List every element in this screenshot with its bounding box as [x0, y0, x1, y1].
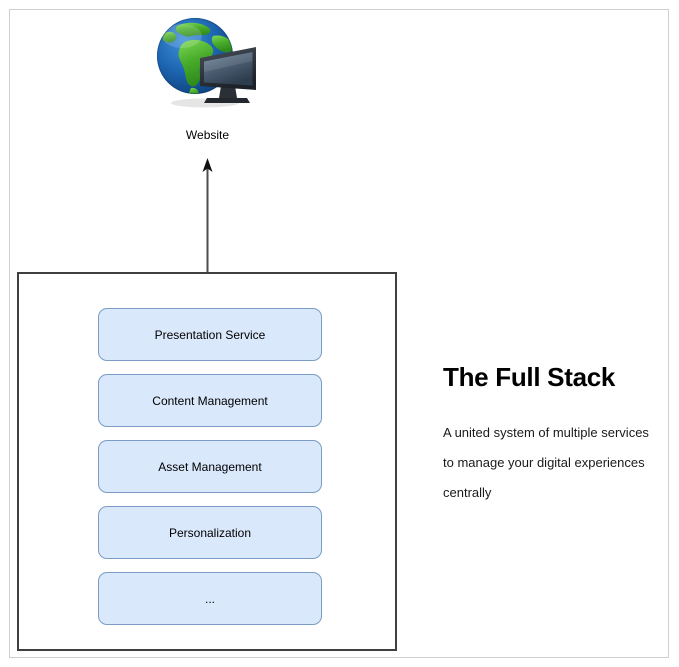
- website-node-label: Website: [185, 128, 230, 142]
- service-box-more[interactable]: ...: [98, 572, 322, 625]
- platform-container: Presentation Service Content Management …: [17, 272, 397, 651]
- description-heading: The Full Stack: [443, 362, 616, 392]
- description-body: A united system of multiple services to …: [443, 425, 649, 500]
- page-border: [9, 9, 669, 658]
- description-panel: The Full Stack A united system of multip…: [443, 362, 658, 508]
- service-box-label: Personalization: [168, 525, 252, 540]
- service-box-asset-management[interactable]: Asset Management: [98, 440, 322, 493]
- website-node: Website: [155, 14, 260, 142]
- service-box-content-management[interactable]: Content Management: [98, 374, 322, 427]
- service-box-personalization[interactable]: Personalization: [98, 506, 322, 559]
- service-box-label: ...: [204, 591, 215, 606]
- arrow-up-icon: [188, 155, 228, 277]
- globe-monitor-icon: [155, 14, 260, 109]
- service-box-label: Content Management: [152, 393, 268, 408]
- service-box-label: Presentation Service: [154, 327, 266, 342]
- service-box-label: Asset Management: [158, 459, 262, 474]
- service-stack: Presentation Service Content Management …: [98, 308, 322, 625]
- service-box-presentation-service[interactable]: Presentation Service: [98, 308, 322, 361]
